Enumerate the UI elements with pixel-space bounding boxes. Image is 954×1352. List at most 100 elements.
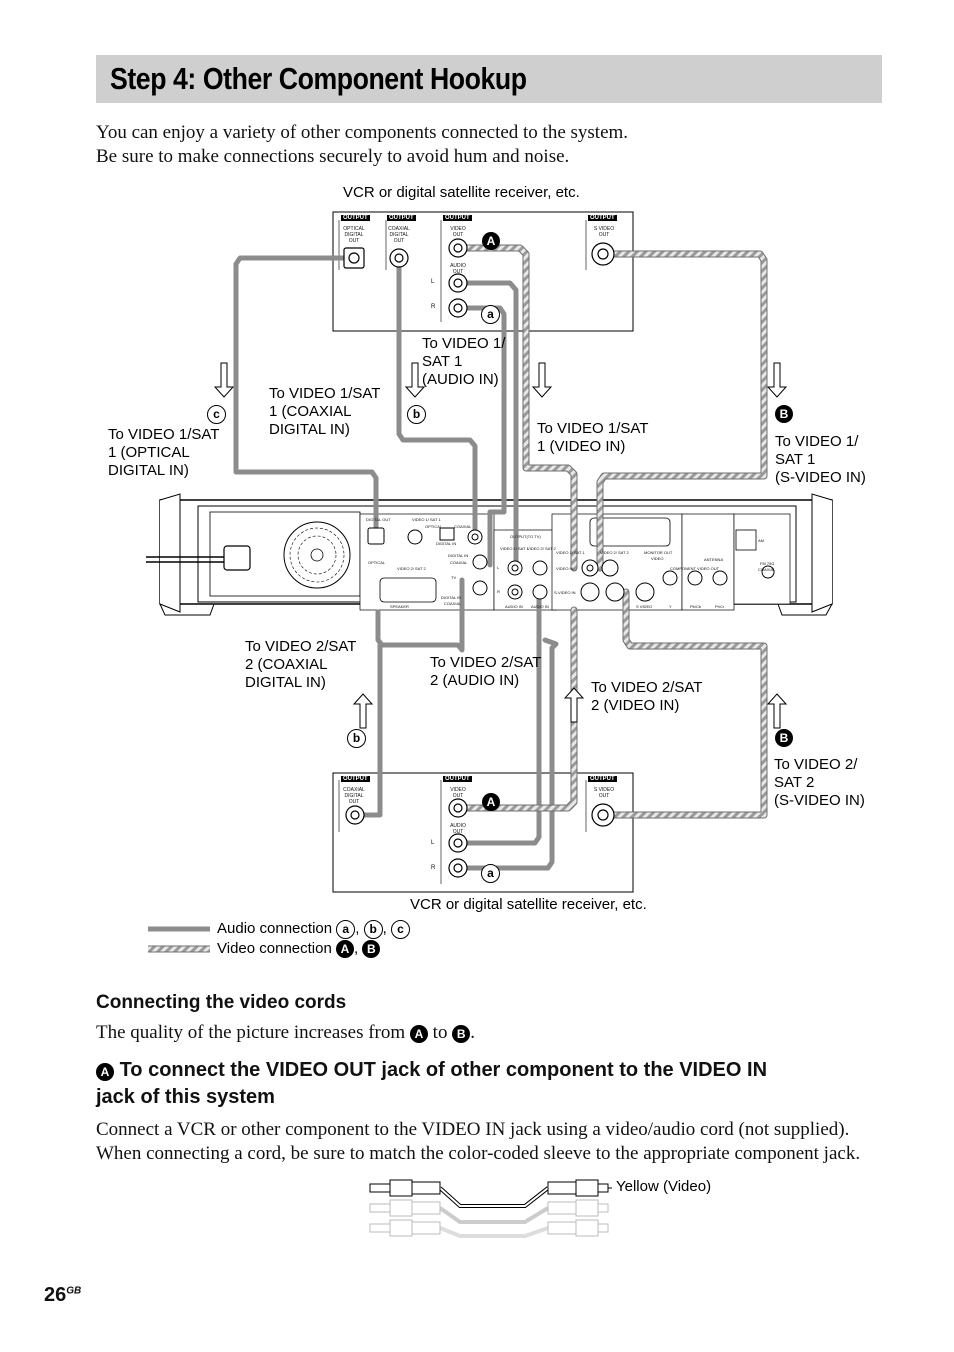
unit-digital-in-mid: DIGITAL IN [448, 553, 469, 558]
marker-audio-b-bottom: b [347, 729, 366, 748]
unit-am: AM [758, 538, 764, 543]
page-number: 26GB [44, 1284, 82, 1306]
unit-fm: FM 75Ω [760, 561, 775, 566]
unit-l: L [497, 565, 500, 570]
top-l-label: L [431, 279, 435, 285]
marker-audio-a-top: a [481, 305, 500, 324]
unit-digital-in-low: DIGITAL IN [441, 595, 462, 600]
subsection-a-heading: A To connect the VIDEO OUT jack of other… [96, 1057, 767, 1084]
legend-audio: Audio connection a, b, c [217, 920, 410, 939]
bottom-r-label: R [431, 865, 436, 871]
unit-coaxial-short: COAXIAL [758, 567, 776, 572]
section-heading-video-cords: Connecting the video cords [96, 992, 347, 1013]
unit-pr-cr: Pr/Cr [715, 604, 725, 609]
page-title: Step 4: Other Component Hookup [110, 61, 527, 96]
bottom-panel-jacks [345, 798, 615, 878]
bottom-output-tag-1: OUTPUT [341, 776, 370, 782]
cable-color-label: Yellow (Video) [616, 1178, 712, 1195]
marker-video-b-top: B [775, 405, 793, 423]
top-output-tag-2: OUTPUT [387, 215, 416, 221]
main-unit-jacks [367, 527, 775, 602]
unit-audio-in-1: AUDIO IN [505, 604, 523, 609]
marker-video-b-bottom: B [775, 729, 793, 747]
subsection-a-body-2: When connecting a cord, be sure to match… [96, 1143, 861, 1164]
legend-marker-b: b [363, 920, 383, 939]
unit-pb-cb: Pb/Cb [690, 604, 702, 609]
unit-video1-sat1-vid: VIDEO 1/ SAT 1 [556, 550, 585, 555]
legend-marker-c: c [390, 920, 410, 939]
unit-video: VIDEO [651, 556, 664, 561]
unit-coaxial-low: COAXIAL [444, 601, 462, 606]
unit-coaxial-top: COAXIAL [454, 524, 472, 529]
top-output-tag-3: OUTPUT [443, 215, 472, 221]
marker-video-a-bottom: A [482, 793, 500, 811]
subsection-a-marker: A [96, 1063, 114, 1081]
legend-audio-label: Audio connection [217, 920, 333, 937]
top-device-caption: VCR or digital satellite receiver, etc. [343, 184, 580, 201]
bottom-output-tag-3: OUTPUT [588, 776, 617, 782]
av-cable-illustration [369, 1179, 609, 1238]
unit-r: R [497, 589, 500, 594]
unit-component-video-out: COMPONENT VIDEO OUT [670, 566, 720, 571]
subsection-a-heading-line2: jack of this system [96, 1086, 275, 1108]
bottom-device-caption: VCR or digital satellite receiver, etc. [410, 896, 647, 913]
top-panel-jacks [343, 238, 615, 318]
legend-video-label: Video connection [217, 940, 332, 957]
legend-video: Video connection A, B [217, 940, 381, 958]
marker-audio-b-top: b [407, 405, 426, 424]
legend-marker-A: A [336, 940, 354, 958]
unit-optical-top: OPTICAL [425, 524, 443, 529]
unit-speaker: SPEAKER [390, 604, 409, 609]
top-output-tag-1: OUTPUT [341, 215, 370, 221]
label-svideo-in-1: To VIDEO 1/SAT 1(S-VIDEO IN) [775, 433, 866, 486]
bottom-output-tag-2: OUTPUT [443, 776, 472, 782]
unit-audio-in-2: AUDIO IN [531, 604, 549, 609]
unit-video-in: VIDEO IN [556, 566, 574, 571]
direction-arrows [213, 362, 788, 729]
marker-audio-a-bottom: a [481, 864, 500, 883]
legend-lines [148, 926, 210, 953]
marker-audio-c: c [207, 405, 226, 424]
unit-video2-sat2-short: VIDEO 2/ SAT 2 [527, 546, 556, 551]
subsection-a-body-1: Connect a VCR or other component to the … [96, 1119, 850, 1140]
unit-antenna: ANTENNA [704, 557, 724, 562]
unit-digital-out: DIGITAL OUT [366, 517, 391, 522]
intro-line-1: You can enjoy a variety of other compone… [96, 122, 629, 143]
unit-s-video-in: S-VIDEO IN [554, 590, 576, 595]
quality-sentence: The quality of the picture increases fro… [96, 1022, 475, 1043]
title-bar: Step 4: Other Component Hookup [96, 55, 882, 103]
label-audio-in-1: To VIDEO 1/SAT 1(AUDIO IN) [422, 335, 506, 388]
unit-tv: TV [451, 575, 457, 580]
unit-video2-sat2: VIDEO 2/ SAT 2 [397, 566, 426, 571]
quality-marker-from: A [409, 1025, 428, 1043]
unit-optical-left: OPTICAL [368, 560, 386, 565]
top-r-label: R [431, 304, 436, 310]
unit-video1-sat1: VIDEO 1/ SAT 1 [412, 517, 441, 522]
legend-marker-a: a [336, 920, 356, 939]
quality-marker-to: B [452, 1025, 471, 1043]
bottom-l-label: L [431, 840, 435, 846]
unit-coaxial-mid: COAXIAL [450, 560, 468, 565]
legend-marker-B: B [362, 940, 381, 958]
marker-video-a-top: A [482, 232, 500, 250]
unit-monitor-out: MONITOR OUT [644, 550, 673, 555]
intro-line-2: Be sure to make connections securely to … [96, 146, 570, 167]
label-svideo-in-2: To VIDEO 2/SAT 2(S-VIDEO IN) [774, 756, 865, 809]
unit-digital-in-top: DIGITAL IN [436, 541, 457, 546]
unit-video2-sat2-vid: VIDEO 2/ SAT 2 [600, 550, 629, 555]
unit-output-to-tv: OUTPUT(TO TV) [510, 534, 541, 539]
